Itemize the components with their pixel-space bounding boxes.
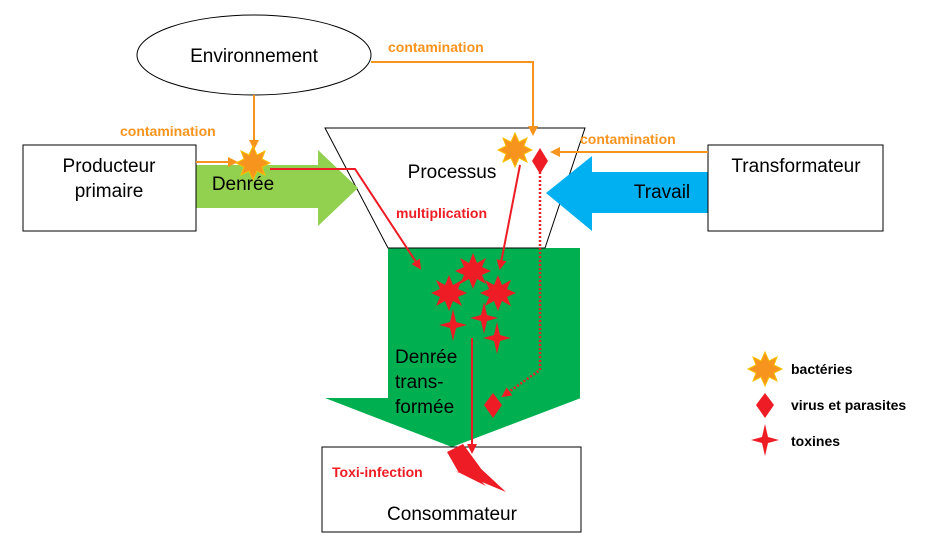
producteur-label-line2: primaire	[75, 181, 144, 202]
multiplication-label: multiplication	[396, 205, 487, 221]
legend-virus-icon	[756, 393, 774, 418]
virus-icon	[532, 148, 548, 174]
bacteria-icon	[496, 131, 534, 169]
producteur-label-line1: Producteur	[63, 156, 157, 177]
toxin-icon	[470, 302, 498, 334]
virus-path-arrow	[501, 172, 542, 398]
denree-transformee-label-line1: Denrée	[395, 347, 457, 368]
contamination-left-label: contamination	[120, 123, 216, 139]
denree-label: Denrée	[212, 174, 274, 195]
bacteria-path-arrow	[270, 168, 422, 270]
bacteria-multiplied-icon	[455, 253, 491, 289]
travail-arrow	[546, 156, 708, 231]
contamination-top-label: contamination	[388, 39, 484, 55]
toxi-infection-label: Toxi-infection	[332, 464, 423, 480]
lightning-icon	[447, 444, 506, 492]
contamination-env-to-process-arrow	[371, 61, 538, 136]
process-bacteria-arrow	[496, 164, 521, 270]
legend-bacteria-icon	[746, 350, 784, 388]
virus-icon	[484, 393, 502, 418]
bacteria-icon	[234, 144, 272, 182]
transformateur-box	[707, 144, 884, 232]
legend-toxines-label: toxines	[791, 433, 840, 449]
contamination-right-label: contamination	[580, 131, 676, 147]
toxin-icon	[439, 309, 467, 341]
travail-label: Travail	[634, 182, 690, 203]
consommateur-box	[321, 446, 582, 533]
transformateur-label: Transformateur	[731, 156, 861, 177]
bacteria-multiplied-icon	[480, 275, 516, 311]
legend-virus-label: virus et parasites	[791, 397, 906, 413]
denree-transformee-arrow	[325, 248, 581, 447]
toxin-icon	[483, 322, 511, 354]
legend-toxin-icon	[751, 424, 779, 456]
consommateur-label: Consommateur	[387, 504, 518, 525]
denree-transformee-label-line2: trans-	[395, 372, 444, 393]
denree-transformee-label-line3: formée	[395, 397, 454, 418]
processus-funnel	[324, 127, 586, 249]
producteur-primaire-box	[22, 144, 197, 232]
bacteria-multiplied-icon	[431, 275, 467, 311]
legend-bacteries-label: bactéries	[791, 361, 853, 377]
processus-label: Processus	[408, 162, 497, 183]
environnement-label: Environnement	[190, 46, 319, 67]
